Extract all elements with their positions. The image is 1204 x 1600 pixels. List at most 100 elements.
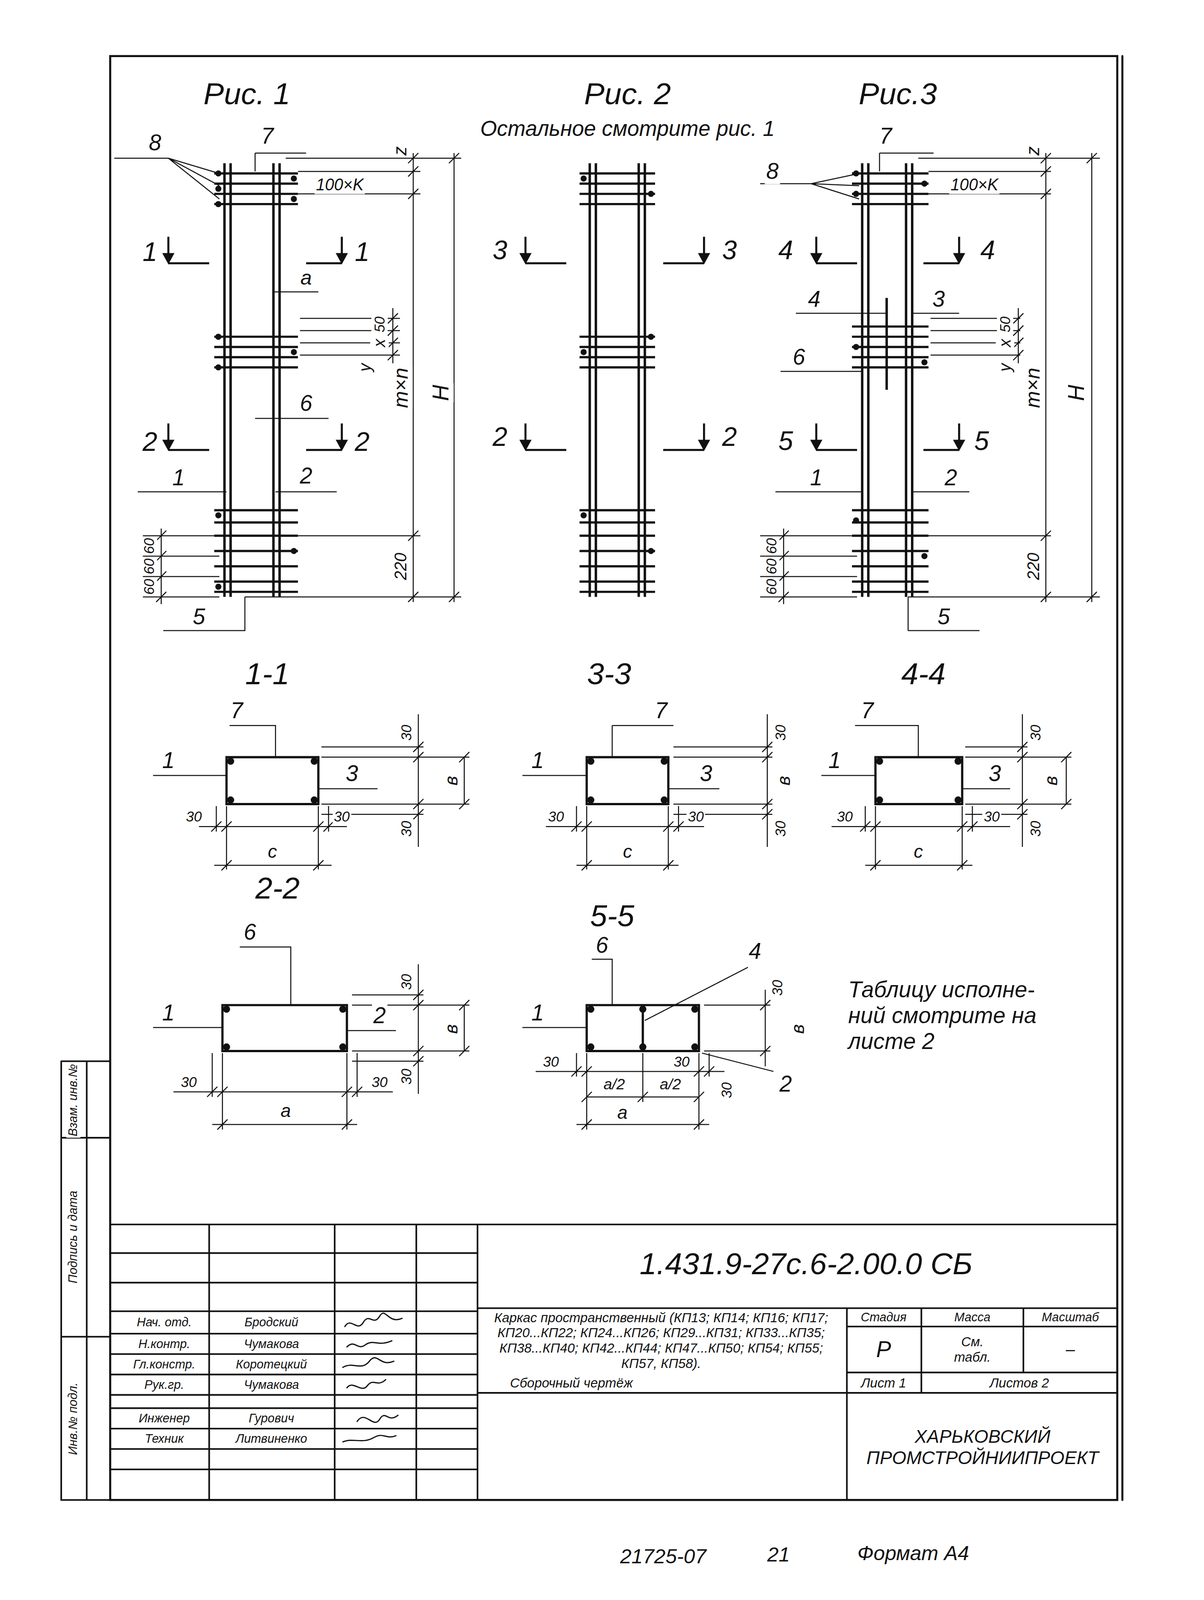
section-marks [525, 236, 704, 450]
figure-1 [114, 153, 462, 631]
dimension-text: 30 [718, 1080, 735, 1099]
bar-end [587, 1043, 595, 1051]
dimension-text: y [995, 361, 1015, 373]
title-block-text: 21 [765, 1542, 792, 1566]
dimension-text: 30 [686, 808, 706, 825]
callout-number: 2 [371, 1002, 388, 1029]
callout-number: 6 [298, 390, 314, 416]
title-block-text: Н.контр. [136, 1336, 192, 1351]
callout-number: 2 [778, 1070, 794, 1097]
dimension-text: а/2 [602, 1074, 627, 1093]
title-block-text: Подпись и дата [66, 1189, 81, 1285]
dimension-text: 30 [397, 819, 415, 838]
section-marks [816, 236, 959, 450]
dimension-text: 30 [541, 1053, 561, 1070]
title-block-text: Взам. инв.№ [66, 1062, 81, 1138]
bar-end [660, 757, 669, 765]
callout-number: 1 [529, 747, 546, 774]
dimension-text: а [298, 265, 314, 290]
figure-2 [519, 163, 711, 597]
title-block-text: Коротецкий [234, 1357, 309, 1372]
section-arrows [810, 252, 966, 451]
callout-number: 8 [147, 130, 164, 156]
dimension-text: 30 [835, 808, 855, 825]
bar-end [290, 348, 298, 356]
title-block-text: 21725-07 [618, 1544, 708, 1568]
dimension-text: H [1063, 383, 1090, 403]
note-text: Остальное смотрите рис. 1 [478, 116, 776, 141]
title-block-text: Стадия [859, 1309, 908, 1325]
section-arrows [519, 252, 711, 451]
bar-end [226, 757, 235, 765]
dimension-text: z [1021, 144, 1044, 157]
section-title: 2-2 [254, 870, 302, 906]
section-mark: 2 [353, 426, 371, 458]
title-block-text: Масса [953, 1309, 993, 1325]
dimension-text: с [912, 840, 925, 862]
dimension-lines [760, 153, 1100, 604]
title-block-text: Чумакова [242, 1377, 301, 1392]
dimension-text: 30 [672, 1053, 691, 1070]
dimension-text: 30 [982, 808, 1002, 825]
bar-end [339, 1005, 347, 1013]
callout-number: 7 [259, 122, 275, 149]
bar-end [215, 170, 222, 177]
section-mark: 5 [776, 425, 795, 456]
title-block-grid [110, 1223, 1118, 1500]
callout-number: 2 [298, 462, 314, 489]
dimension-text: 30 [769, 978, 786, 997]
dimension-text: 60 [763, 536, 780, 556]
vertical-rods [862, 163, 912, 597]
dimension-text: 60 [140, 557, 158, 576]
title-block-text: Инженер [137, 1411, 192, 1426]
bar-end [587, 1005, 595, 1013]
dimension-text: m×n [389, 366, 413, 410]
dimension-text: 30 [179, 1073, 198, 1090]
section-mark: 4 [776, 234, 795, 265]
callout-number: 1 [160, 747, 177, 774]
dimension-text: 50 [371, 315, 388, 334]
callout-number: 7 [877, 122, 894, 149]
title-block-text: Техник [143, 1431, 186, 1446]
dimension-text: 220 [391, 551, 411, 582]
callout-number: 4 [806, 285, 823, 312]
callout-number: 6 [242, 918, 258, 945]
bar-end [660, 796, 669, 804]
section-mark: 2 [491, 421, 509, 452]
callout-number: 7 [859, 697, 876, 723]
side-strip [61, 1060, 111, 1500]
title-block-text: Р [874, 1335, 893, 1362]
dimension-text: в [1040, 774, 1062, 787]
dimension-text: 30 [1027, 819, 1044, 838]
bar-end [580, 175, 588, 182]
bar-end [215, 511, 222, 519]
bar-end [587, 757, 595, 765]
dimension-text: 60 [763, 557, 780, 576]
callout-number: 7 [653, 697, 670, 723]
callout-number: 1 [827, 747, 843, 774]
title-block-text: Сборочный чертёж [508, 1374, 635, 1391]
callout-number: 1 [160, 999, 177, 1026]
callout-number: 3 [931, 285, 947, 312]
bar-ends [215, 170, 962, 1050]
bar-end [587, 796, 595, 804]
title-block-text: Гурович [247, 1411, 296, 1426]
bar-end [226, 796, 235, 804]
title-block-text: Гл.констр. [131, 1357, 197, 1372]
section-mark: 5 [972, 425, 991, 456]
dimension-text: а [616, 1101, 630, 1123]
section-title: 3-3 [585, 655, 633, 692]
dimension-text: 60 [140, 536, 158, 556]
figure-title: Рис. 1 [202, 76, 292, 112]
dimension-text: 30 [332, 808, 352, 825]
leader-lines [760, 153, 980, 631]
transverse-bars [852, 173, 929, 592]
bar-end [691, 1005, 699, 1013]
title-block-text: ХАРЬКОВСКИЙ ПРОМСТРОЙНИИПРОЕКТ [855, 1425, 1111, 1468]
title-block-text: Инв.№ подл. [66, 1380, 81, 1456]
frame [61, 56, 1123, 1500]
vertical-rods [224, 163, 280, 597]
bar-end [921, 359, 928, 366]
bar-end [580, 348, 588, 356]
